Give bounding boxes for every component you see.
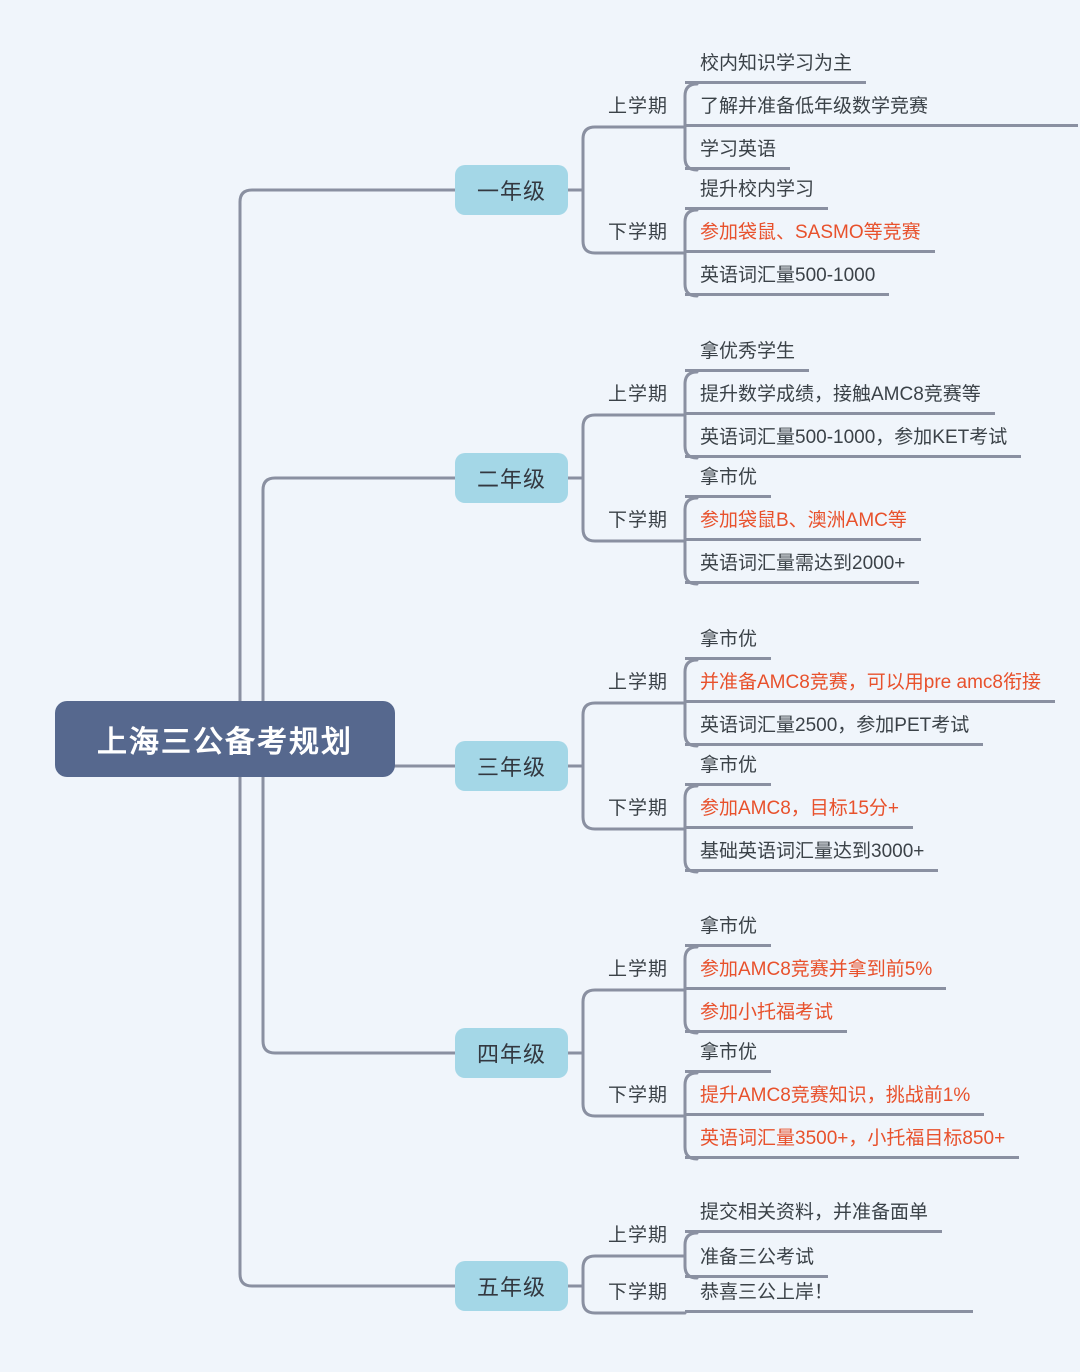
topic-item[interactable]: 拿市优 <box>685 755 772 786</box>
semester-label[interactable]: 下学期 <box>608 222 669 243</box>
semester-label[interactable]: 上学期 <box>608 959 669 980</box>
topic-item[interactable]: 并准备AMC8竞赛，可以用pre amc8衔接 <box>685 672 1055 703</box>
topic-item[interactable]: 参加AMC8竞赛并拿到前5% <box>685 959 947 990</box>
semester-label[interactable]: 下学期 <box>608 1282 669 1303</box>
semester-label[interactable]: 上学期 <box>608 96 669 117</box>
topic-item[interactable]: 恭喜三公上岸！ <box>685 1282 974 1313</box>
topic-item[interactable]: 英语词汇量500-1000，参加KET考试 <box>685 427 1022 458</box>
grade-node-4[interactable]: 四年级 <box>455 1028 568 1078</box>
semester-label[interactable]: 下学期 <box>608 1085 669 1106</box>
topic-item[interactable]: 提升校内学习 <box>685 179 829 210</box>
topic-item[interactable]: 参加AMC8，目标15分+ <box>685 798 914 829</box>
topic-item[interactable]: 了解并准备低年级数学竞赛 <box>685 96 1079 127</box>
grade-node-5[interactable]: 五年级 <box>455 1261 568 1311</box>
topic-item[interactable]: 英语词汇量2500，参加PET考试 <box>685 715 984 746</box>
topic-item[interactable]: 提升数学成绩，接触AMC8竞赛等 <box>685 384 995 415</box>
grade-node-2[interactable]: 二年级 <box>455 453 568 503</box>
topic-item[interactable]: 校内知识学习为主 <box>685 53 867 84</box>
topic-item[interactable]: 英语词汇量需达到2000+ <box>685 553 920 584</box>
topic-item[interactable]: 基础英语词汇量达到3000+ <box>685 841 939 872</box>
topic-item[interactable]: 拿优秀学生 <box>685 341 810 372</box>
semester-label[interactable]: 上学期 <box>608 1225 669 1246</box>
topic-item[interactable]: 拿市优 <box>685 467 772 498</box>
semester-label[interactable]: 上学期 <box>608 384 669 405</box>
topic-item[interactable]: 拿市优 <box>685 629 772 660</box>
topic-item[interactable]: 提升AMC8竞赛知识，挑战前1% <box>685 1085 985 1116</box>
topic-item[interactable]: 学习英语 <box>685 139 791 170</box>
grade-node-1[interactable]: 一年级 <box>455 165 568 215</box>
topic-item[interactable]: 英语词汇量500-1000 <box>685 265 890 296</box>
topic-item[interactable]: 参加小托福考试 <box>685 1002 848 1033</box>
topic-item[interactable]: 参加袋鼠B、澳洲AMC等 <box>685 510 921 541</box>
topic-item[interactable]: 英语词汇量3500+，小托福目标850+ <box>685 1128 1020 1159</box>
topic-item[interactable]: 提交相关资料，并准备面单 <box>685 1202 943 1233</box>
grade-node-3[interactable]: 三年级 <box>455 741 568 791</box>
semester-label[interactable]: 下学期 <box>608 510 669 531</box>
root-node[interactable]: 上海三公备考规划 <box>55 701 395 777</box>
topic-item[interactable]: 准备三公考试 <box>685 1247 829 1278</box>
semester-label[interactable]: 下学期 <box>608 798 669 819</box>
topic-item[interactable]: 参加袋鼠、SASMO等竞赛 <box>685 222 935 253</box>
topic-item[interactable]: 拿市优 <box>685 916 772 947</box>
semester-label[interactable]: 上学期 <box>608 672 669 693</box>
topic-item[interactable]: 拿市优 <box>685 1042 772 1073</box>
